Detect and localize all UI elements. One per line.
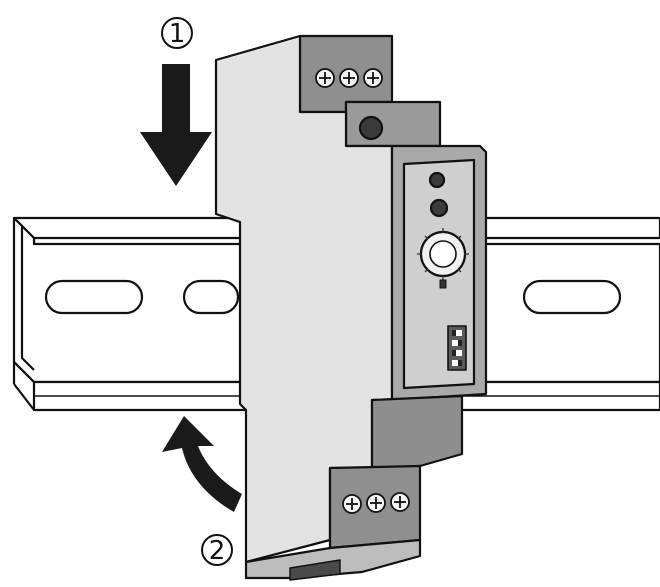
lower-step-block	[370, 394, 464, 470]
din-rail-slot	[182, 279, 240, 315]
rotate-in-arrow-icon	[162, 416, 242, 512]
step-2-number: 2	[209, 536, 226, 566]
step-1-badge	[161, 17, 193, 49]
terminal-screw-icon	[366, 493, 386, 513]
terminal-screw-icon	[390, 492, 410, 512]
bottom-terminal-screws	[342, 492, 410, 514]
terminal-screw-icon	[339, 68, 359, 88]
status-led-icon	[428, 171, 446, 189]
dip-switch-icon	[447, 325, 467, 371]
din-rail-device	[214, 34, 488, 581]
step-block-screw-icon	[358, 115, 384, 141]
step-1-number: 1	[169, 19, 186, 49]
step-2: 2	[162, 416, 242, 566]
press-down-arrow-icon	[140, 64, 212, 186]
status-led-icon	[429, 198, 449, 218]
din-rail-slot	[522, 279, 622, 315]
terminal-screw-icon	[363, 68, 383, 88]
terminal-screw-icon	[315, 68, 335, 88]
top-terminal-screws	[315, 68, 383, 88]
din-rail-slot	[44, 279, 144, 315]
step-2-badge	[201, 534, 233, 566]
step-1: 1	[140, 17, 212, 186]
terminal-screw-icon	[342, 494, 362, 514]
